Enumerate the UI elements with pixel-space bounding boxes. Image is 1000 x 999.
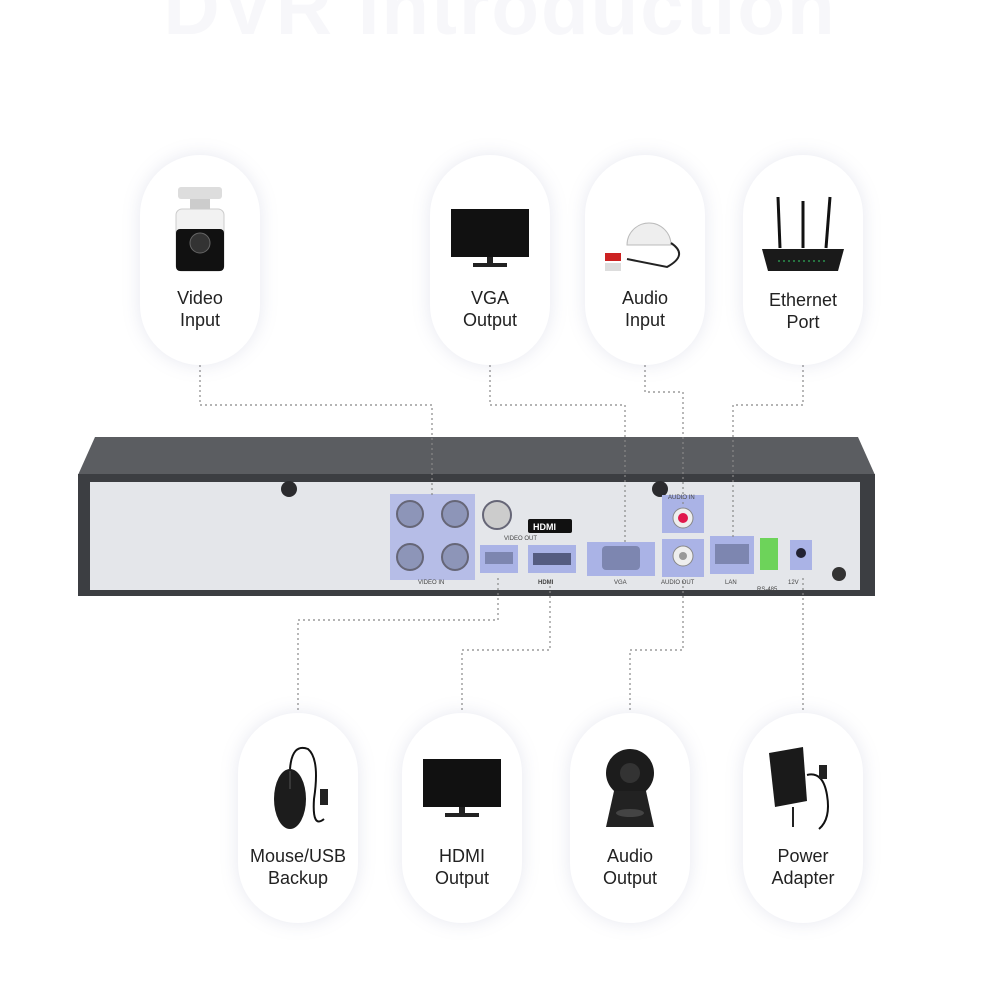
audio-out-label: AUDIO OUT [661,580,695,586]
audio-input-card: Audio Input [585,155,705,365]
connector-lines [199,365,804,715]
dvr-top [78,437,875,475]
audio-in-label: AUDIO IN [668,495,695,501]
hdmi-badge [528,519,572,533]
vga-output-card: VGA Output [430,155,550,365]
ground-screw [832,567,846,581]
video-in-label: VIDEO IN [418,580,444,586]
power-label: 12V [788,580,799,586]
monitor-icon [423,759,501,817]
router-icon [762,196,844,271]
ethernet-port-card: Ethernet Port [743,155,863,365]
mouse-icon [274,747,328,829]
lan-label: LAN [725,580,737,586]
mouse-usb-backup-card: Mouse/USB Backup [238,713,358,923]
page-title: DVR Introduction [163,0,837,51]
video-input-card: Video Input [140,155,260,365]
hdmi-output-card: HDMI Output [402,713,522,923]
speaker-icon [606,749,654,827]
video-out-label: VIDEO OUT [504,536,537,542]
hdmi-label: HDMI [538,580,554,586]
svg-text:HDMI: HDMI [533,522,556,532]
rs485-port [760,538,778,570]
power-adapter-icon [769,747,829,830]
monitor-icon [451,209,529,267]
audio-output-card: Audio Output [570,713,690,923]
microphone-icon [605,222,680,271]
vga-label: VGA [614,580,627,586]
power-adapter-card: Power Adapter [743,713,863,923]
rs485-label: RS-485 [757,587,778,593]
bullet-camera-icon [175,187,225,272]
